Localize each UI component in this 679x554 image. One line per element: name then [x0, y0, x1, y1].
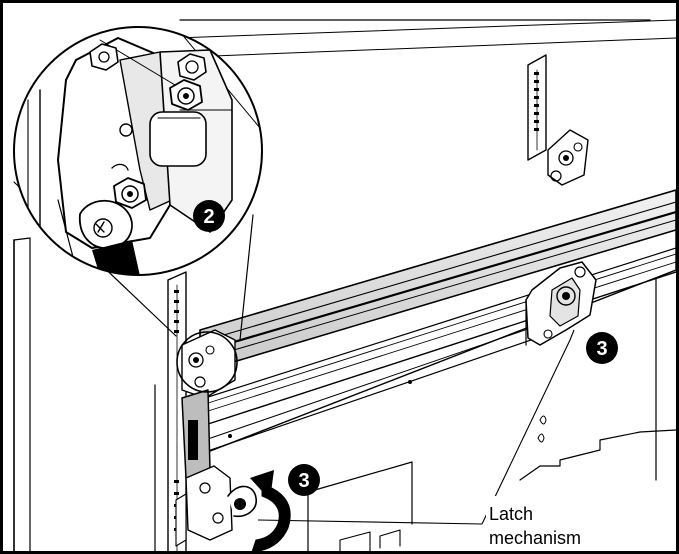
- left-upright: [167, 271, 187, 551]
- step-number: 2: [203, 206, 214, 228]
- latch-label: Latch mechanism: [486, 496, 606, 550]
- lower-panel: [307, 461, 413, 551]
- step-callout-rotate: 3: [288, 464, 320, 496]
- curved-arrow-icon: [250, 470, 291, 551]
- bolt-top-left: [89, 43, 119, 71]
- step-number: 3: [596, 338, 607, 360]
- right-latch-bracket: [525, 261, 597, 346]
- bolt-center: [169, 79, 203, 111]
- horizontal-rail: [198, 189, 676, 456]
- latch-leader-lines: [257, 329, 575, 525]
- step-number: 3: [298, 470, 309, 492]
- bolt-top-right: [177, 53, 207, 81]
- latch-label-line2: mechanism: [489, 528, 581, 548]
- step-callout-detail: 2: [193, 200, 225, 232]
- upper-bracket: [527, 54, 589, 186]
- step-callout-latch: 3: [586, 332, 618, 364]
- left-latch-assembly: [175, 329, 257, 547]
- detail-magnifier: [13, 26, 263, 276]
- latch-label-line1: Latch: [489, 504, 533, 524]
- bolt-lower: [113, 177, 147, 209]
